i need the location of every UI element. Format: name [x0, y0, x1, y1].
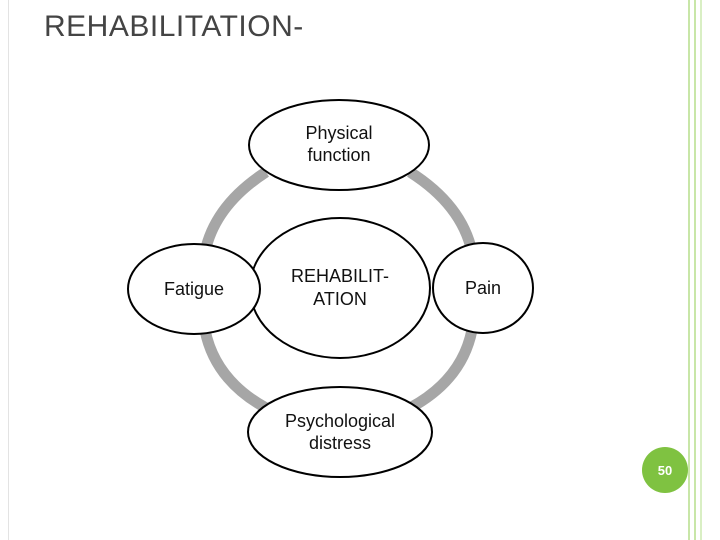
- node-psychological-distress: Psychological distress: [247, 386, 433, 478]
- slide-frame-line-left: [8, 0, 9, 540]
- ring-arc-bottom-left: [199, 328, 269, 413]
- ring-arc-bottom-right: [407, 328, 478, 413]
- ring-arc-top-left: [199, 167, 270, 254]
- node-fatigue: Fatigue: [127, 243, 261, 335]
- node-physical-function: Physical function: [248, 99, 430, 191]
- node-pain: Pain: [432, 242, 534, 334]
- node-bottom-label-line1: Psychological: [285, 411, 395, 431]
- page-number-badge: 50: [642, 447, 688, 493]
- node-left-label: Fatigue: [164, 279, 224, 299]
- slide-frame-line-right: [688, 0, 690, 540]
- slide-title: REHABILITATION-: [44, 10, 304, 43]
- node-bottom-label-line2: distress: [309, 433, 371, 453]
- node-center-label-line2: ATION: [313, 289, 367, 309]
- node-top-label-line1: Physical: [305, 123, 372, 143]
- node-center: REHABILIT- ATION: [249, 217, 431, 359]
- ring-arc-top-right: [407, 167, 478, 254]
- slide-frame-line-right: [700, 0, 702, 540]
- slide-frame-line-right: [694, 0, 696, 540]
- ring-arcs: [199, 167, 478, 413]
- node-right-label: Pain: [465, 278, 501, 298]
- node-top-label-line2: function: [307, 145, 370, 165]
- node-center-label-line1: REHABILIT-: [291, 266, 389, 286]
